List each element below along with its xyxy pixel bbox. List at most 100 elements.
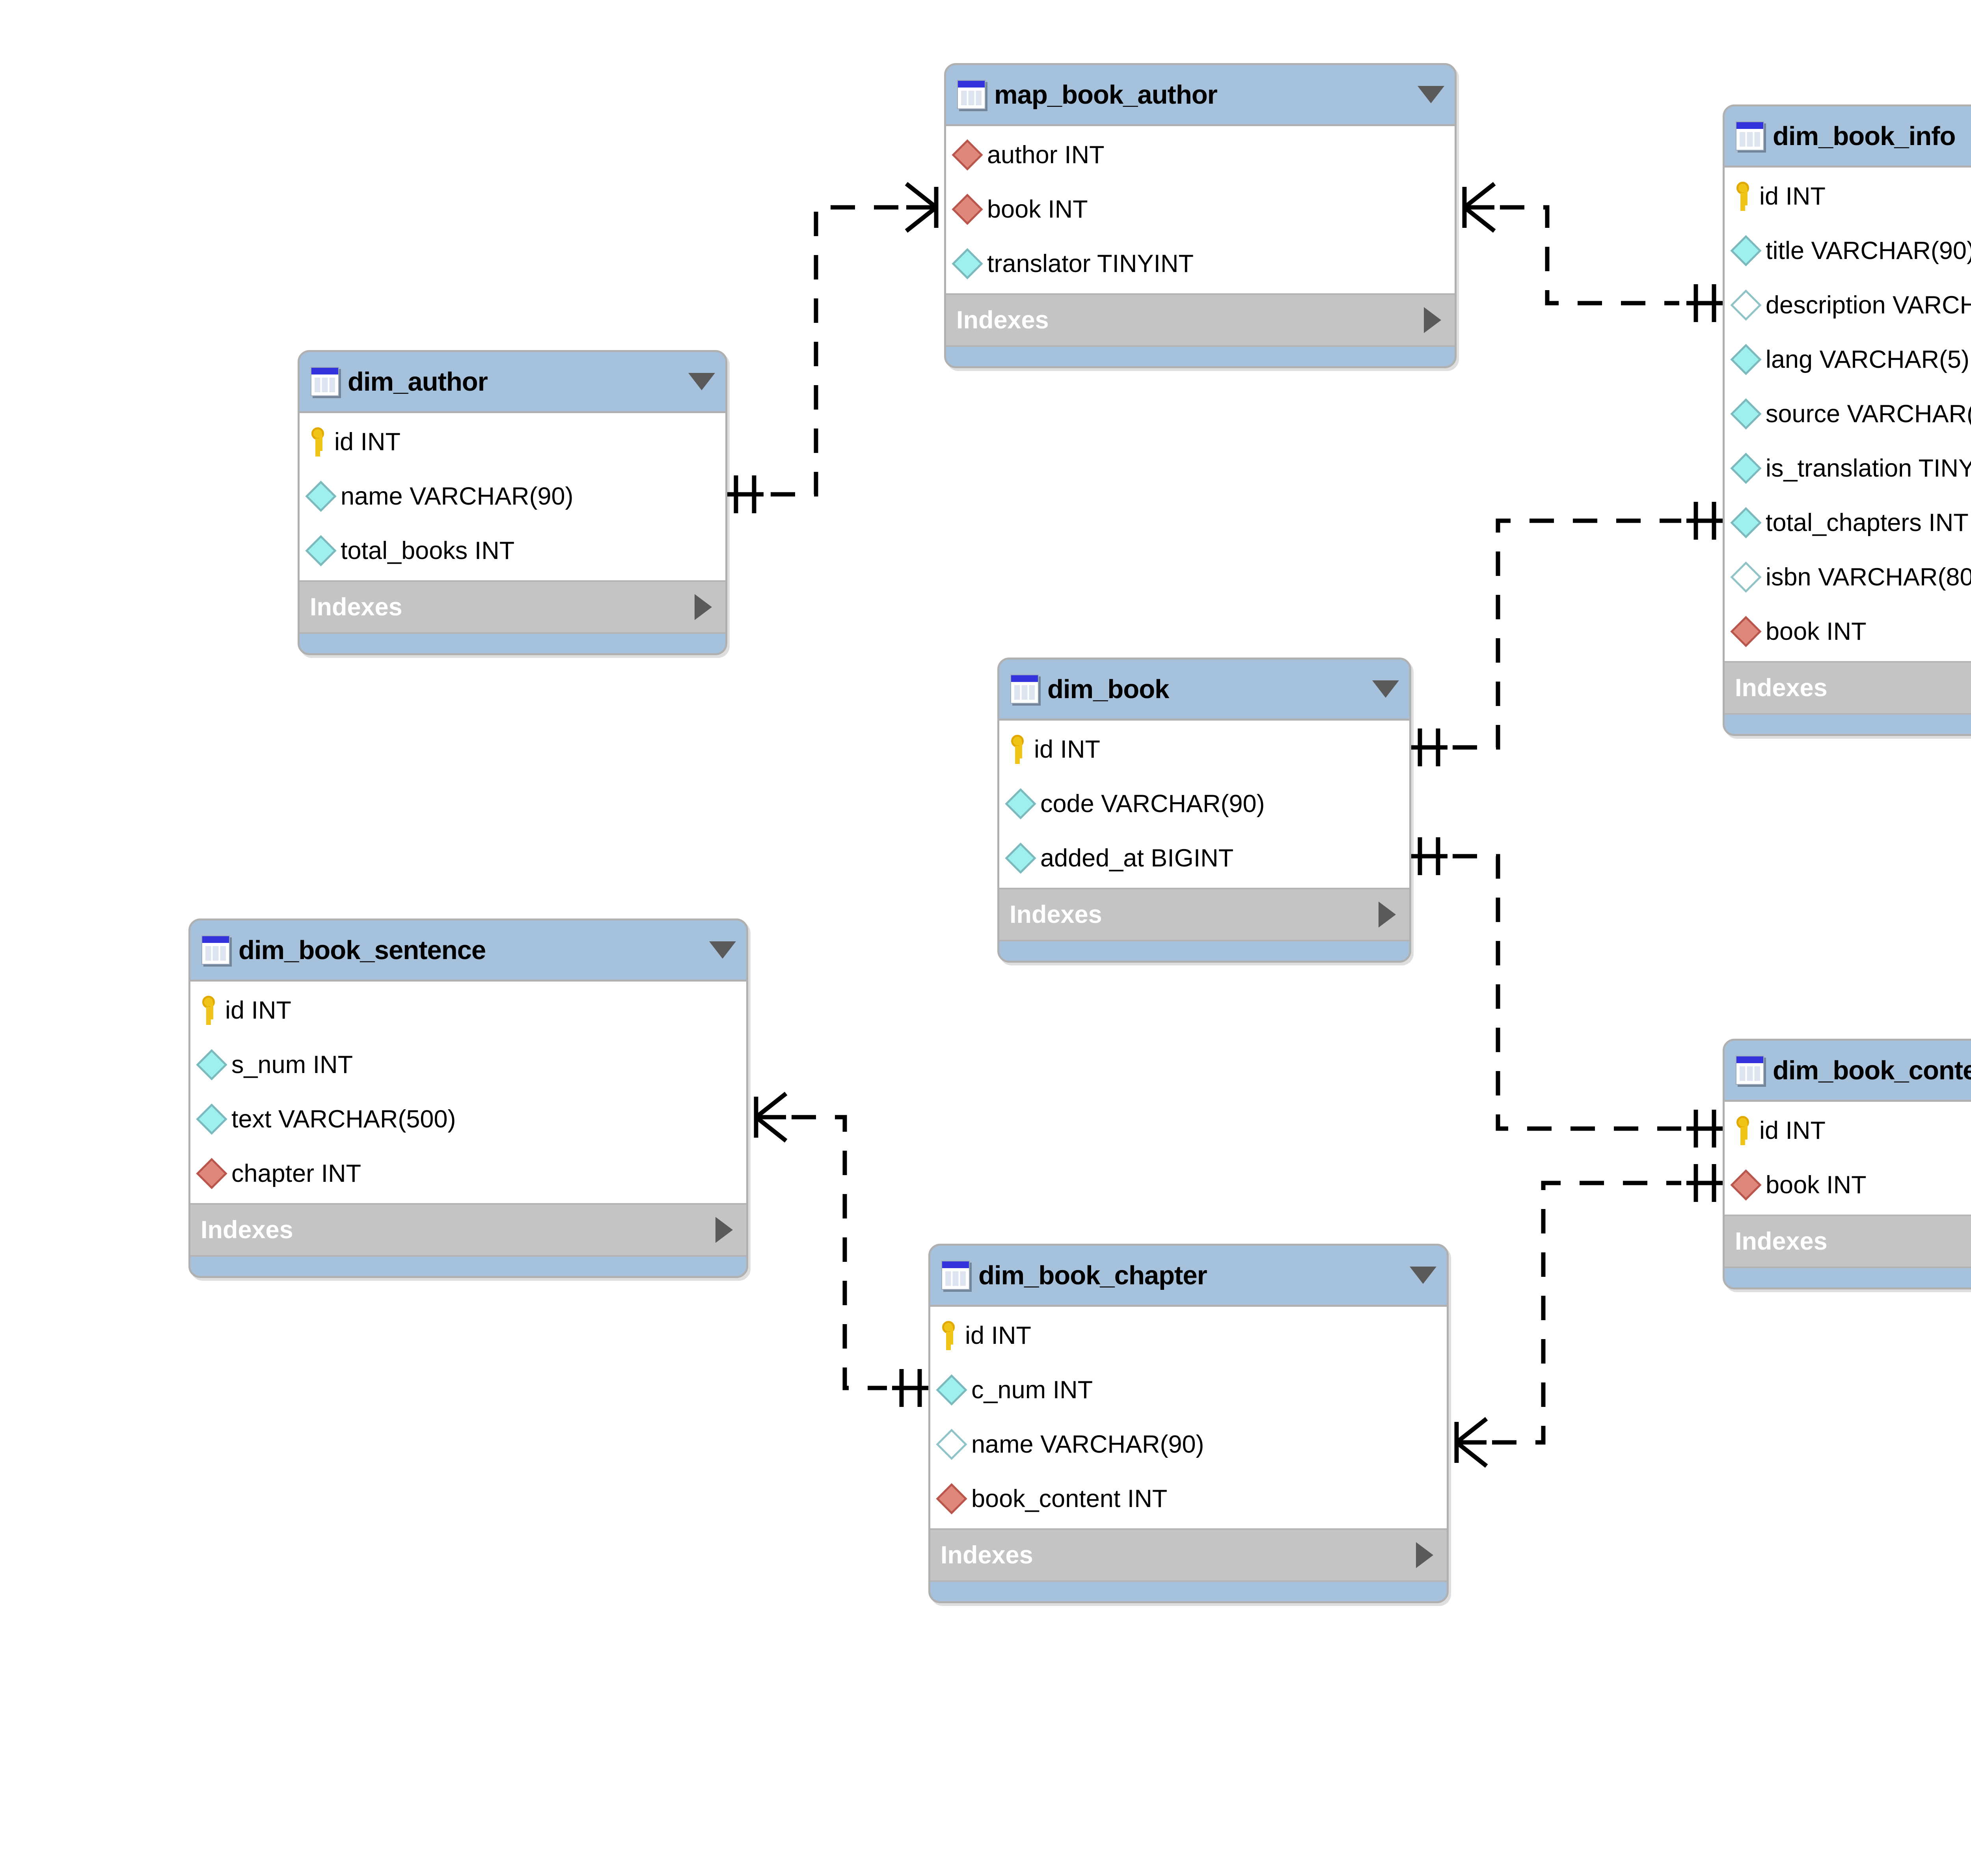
table-header-dim_book_info[interactable]: dim_book_info: [1725, 106, 1971, 168]
table-column-row[interactable]: c_num INT: [930, 1363, 1447, 1417]
table-column-row[interactable]: added_at BIGINT: [999, 831, 1409, 885]
table-column-row[interactable]: code VARCHAR(90): [999, 777, 1409, 831]
expand-right-arrow-icon[interactable]: [715, 1217, 733, 1243]
relationship-one-marker-dim-book-info-total-chapters: [1686, 502, 1723, 540]
table-column-row[interactable]: chapter INT: [190, 1146, 746, 1201]
column-label: name VARCHAR(90): [341, 482, 574, 510]
relationship-many-marker-map-book-author-left: [905, 182, 939, 233]
table-column-row[interactable]: book_content INT: [930, 1472, 1447, 1526]
table-columns-dim_book_content: id INT book INT: [1725, 1102, 1971, 1215]
column-label: id INT: [965, 1321, 1032, 1349]
table-column-row[interactable]: id INT: [1725, 169, 1971, 224]
column-diamond-icon: [1005, 842, 1036, 874]
column-label: lang VARCHAR(5): [1766, 345, 1969, 373]
chevron-down-icon[interactable]: [1372, 680, 1399, 698]
table-column-row[interactable]: id INT: [300, 415, 725, 469]
table-footer: [999, 940, 1409, 961]
table-column-row[interactable]: isbn VARCHAR(80): [1725, 550, 1971, 604]
relationship-one-marker-dim-author: [727, 475, 764, 513]
table-header-map_book_author[interactable]: map_book_author: [946, 65, 1455, 126]
indexes-section-map_book_author[interactable]: Indexes: [946, 293, 1455, 345]
chevron-down-icon[interactable]: [1410, 1267, 1436, 1284]
table-footer: [946, 345, 1455, 366]
nullable-column-diamond-icon: [1730, 561, 1762, 593]
table-column-row[interactable]: is_translation TINYINT: [1725, 441, 1971, 496]
column-label: text VARCHAR(500): [231, 1105, 456, 1133]
table-column-row[interactable]: total_books INT: [300, 523, 725, 578]
table-name-label: dim_author: [348, 367, 488, 397]
table-column-row[interactable]: id INT: [190, 983, 746, 1038]
table-footer: [1725, 713, 1971, 734]
column-label: isbn VARCHAR(80): [1766, 563, 1971, 591]
table-column-row[interactable]: name VARCHAR(90): [930, 1417, 1447, 1472]
column-label: author INT: [987, 141, 1105, 169]
table-column-row[interactable]: title VARCHAR(90): [1725, 224, 1971, 278]
table-column-row[interactable]: source VARCHAR(90): [1725, 387, 1971, 441]
indexes-section-dim_author[interactable]: Indexes: [300, 580, 725, 632]
column-label: book INT: [1766, 1171, 1867, 1199]
relationship-line-r2: [1500, 205, 1679, 306]
relationship-one-marker-dim-book-chapter-c-num: [892, 1369, 928, 1407]
indexes-section-dim_book_content[interactable]: Indexes: [1725, 1215, 1971, 1267]
chevron-down-icon[interactable]: [709, 941, 736, 959]
column-label: id INT: [1034, 735, 1101, 763]
table-footer: [190, 1255, 746, 1276]
table-header-dim_author[interactable]: dim_author: [300, 352, 725, 413]
table-column-row[interactable]: lang VARCHAR(5): [1725, 332, 1971, 387]
column-diamond-icon: [305, 481, 337, 512]
table-header-dim_book_chapter[interactable]: dim_book_chapter: [930, 1246, 1447, 1307]
expand-right-arrow-icon[interactable]: [1416, 1542, 1433, 1568]
column-label: code VARCHAR(90): [1040, 790, 1265, 818]
chevron-down-icon[interactable]: [1418, 86, 1444, 103]
expand-right-arrow-icon[interactable]: [1424, 307, 1441, 333]
chevron-down-icon[interactable]: [688, 373, 715, 390]
indexes-section-dim_book[interactable]: Indexes: [999, 888, 1409, 940]
table-box-dim_book_content[interactable]: dim_book_contentid INT book INT Indexes: [1723, 1039, 1971, 1289]
table-column-row[interactable]: total_chapters INT: [1725, 496, 1971, 550]
table-column-row[interactable]: book INT: [1725, 1158, 1971, 1212]
table-icon: [1010, 674, 1039, 704]
table-column-row[interactable]: text VARCHAR(500): [190, 1092, 746, 1146]
table-column-row[interactable]: id INT: [1725, 1103, 1971, 1158]
indexes-section-dim_book_chapter[interactable]: Indexes: [930, 1528, 1447, 1580]
indexes-label: Indexes: [201, 1216, 293, 1244]
relationship-line-r3: [1453, 518, 1681, 750]
table-column-row[interactable]: s_num INT: [190, 1038, 746, 1092]
table-column-row[interactable]: description VARCHAR(200): [1725, 278, 1971, 332]
primary-key-icon: [1735, 182, 1751, 211]
primary-key-icon: [310, 427, 326, 456]
table-column-row[interactable]: id INT: [930, 1308, 1447, 1363]
table-name-label: map_book_author: [994, 80, 1218, 110]
table-column-row[interactable]: id INT: [999, 722, 1409, 777]
expand-right-arrow-icon[interactable]: [1379, 902, 1396, 928]
indexes-section-dim_book_sentence[interactable]: Indexes: [190, 1203, 746, 1255]
table-header-dim_book[interactable]: dim_book: [999, 659, 1409, 721]
table-header-dim_book_sentence[interactable]: dim_book_sentence: [190, 920, 746, 982]
expand-right-arrow-icon[interactable]: [695, 594, 712, 620]
nullable-column-diamond-icon: [936, 1429, 967, 1460]
table-icon: [311, 367, 339, 396]
column-diamond-icon: [1730, 235, 1762, 266]
table-column-row[interactable]: book INT: [946, 182, 1455, 237]
column-label: total_books INT: [341, 537, 515, 564]
table-column-row[interactable]: translator TINYINT: [946, 237, 1455, 291]
table-column-row[interactable]: name VARCHAR(90): [300, 469, 725, 523]
foreign-key-diamond-icon: [952, 139, 983, 171]
table-column-row[interactable]: book INT: [1725, 604, 1971, 659]
indexes-section-dim_book_info[interactable]: Indexes: [1725, 661, 1971, 713]
column-diamond-icon: [1730, 398, 1762, 430]
relationship-line-r1: [771, 205, 899, 497]
table-header-dim_book_content[interactable]: dim_book_content: [1725, 1041, 1971, 1102]
column-label: source VARCHAR(90): [1766, 400, 1971, 428]
indexes-label: Indexes: [941, 1541, 1033, 1569]
relationship-line-r4: [1453, 854, 1681, 1131]
table-column-row[interactable]: author INT: [946, 128, 1455, 182]
